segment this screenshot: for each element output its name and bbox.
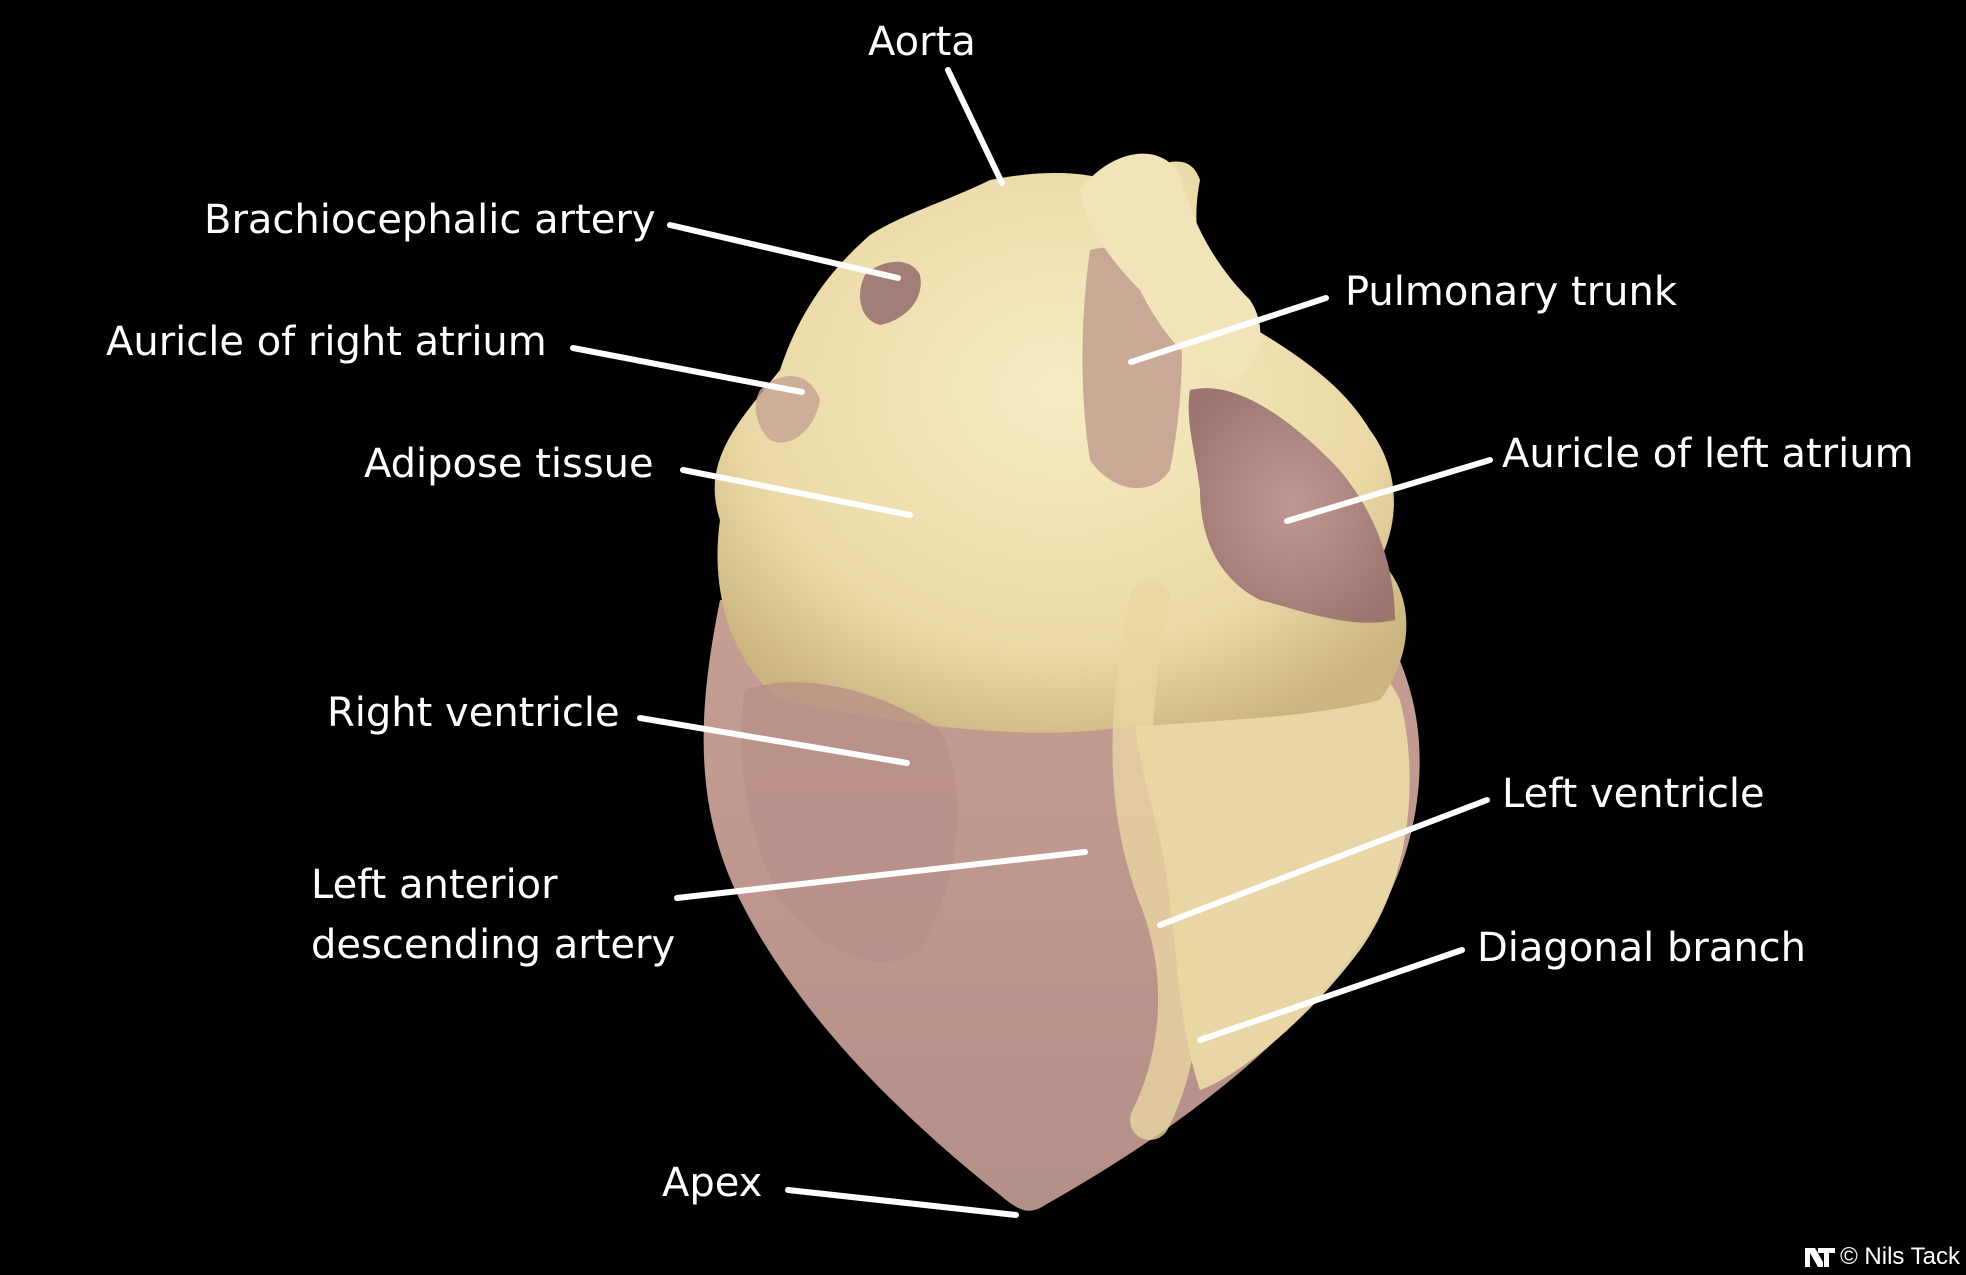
leader-diagonal-branch [1197, 947, 1465, 1043]
leader-apex [785, 1187, 1019, 1218]
brachiocephalic-stump [860, 261, 921, 325]
nt-logo-icon [1805, 1248, 1836, 1267]
auricle-left-atrium-region [1188, 388, 1395, 623]
leader-auricle-right-atrium [570, 345, 805, 395]
leader-left-ventricle [1157, 797, 1490, 928]
copyright-credit: © Nils Tack [1804, 1243, 1960, 1271]
leader-pulmonary-trunk [1128, 295, 1329, 365]
label-auricle-right-atrium: Auricle of right atrium [106, 319, 547, 365]
label-diagonal-branch: Diagonal branch [1477, 925, 1807, 971]
loose-fat-fold [1080, 153, 1261, 380]
label-aorta: Aorta [868, 19, 976, 65]
label-left-anterior-descending-line1: Left anterior [311, 862, 558, 908]
label-pulmonary-trunk: Pulmonary trunk [1345, 269, 1678, 315]
label-right-ventricle: Right ventricle [327, 690, 620, 736]
leader-lines [570, 67, 1493, 1218]
lad-fat-streak [1112, 580, 1199, 1140]
leader-auricle-left-atrium [1284, 457, 1493, 524]
label-auricle-left-atrium: Auricle of left atrium [1502, 431, 1914, 477]
leader-right-ventricle [637, 715, 910, 766]
label-adipose-tissue: Adipose tissue [364, 441, 654, 487]
label-left-ventricle: Left ventricle [1502, 771, 1765, 817]
right-ventricle-region [741, 682, 958, 962]
leader-aorta [945, 67, 1005, 186]
leader-brachiocephalic [667, 222, 901, 281]
credit-text: © Nils Tack [1840, 1243, 1960, 1270]
label-apex: Apex [662, 1160, 763, 1206]
leader-lad [674, 849, 1088, 901]
label-left-anterior-descending-line2: descending artery [311, 922, 676, 968]
label-brachiocephalic-artery: Brachiocephalic artery [204, 197, 656, 243]
leader-adipose [680, 467, 913, 518]
